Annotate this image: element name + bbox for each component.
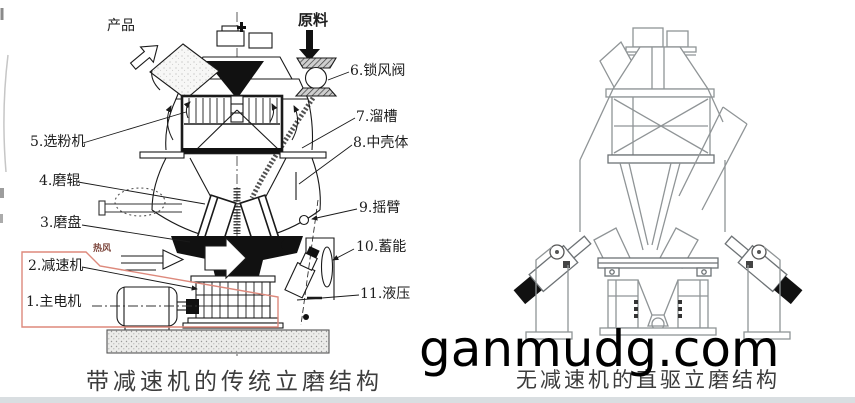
product-flow-arrow xyxy=(129,44,159,70)
hydraulic-cylinder xyxy=(281,199,320,326)
drive-pedestal xyxy=(599,279,717,336)
part-label-reducer: 2.减速机 xyxy=(28,258,84,274)
part-label-chute: 7.溜槽 xyxy=(356,109,398,125)
drive-train-highlight-box xyxy=(21,251,279,328)
grinding-table-right xyxy=(597,257,719,277)
support-legs xyxy=(525,246,791,340)
classifier-drive-motors xyxy=(216,22,273,49)
part-label-grinding-roller: 4.磨辊 xyxy=(39,173,81,189)
gearbox xyxy=(182,275,284,329)
part-label-main-motor: 1.主电机 xyxy=(26,294,82,310)
bottom-edge-strip xyxy=(0,397,855,403)
feed-cone xyxy=(206,61,264,99)
watermark-text: ganmudg.com xyxy=(419,320,780,378)
left-diagram-caption: 带减速机的传统立磨结构 xyxy=(86,369,383,395)
raw-material-arrow xyxy=(299,30,320,61)
part-label-middle-shell: 8.中壳体 xyxy=(353,135,409,151)
hot-air-label: 热风 xyxy=(93,244,112,254)
feed-chute-right xyxy=(678,106,748,211)
mill-housing xyxy=(579,88,726,251)
product-label: 产品 xyxy=(107,18,135,34)
part-label-rocker-arm: 9.摇臂 xyxy=(359,200,401,216)
hot-air-arrow xyxy=(121,236,247,280)
rocker-pivots xyxy=(549,244,767,268)
air-lock-valve xyxy=(294,57,338,97)
tension-cylinder-left xyxy=(513,235,592,305)
part-label-grinding-disc: 3.磨盘 xyxy=(40,215,82,231)
tension-cylinder-right xyxy=(724,235,803,305)
main-motor xyxy=(116,286,199,331)
part-label-accumulator: 10.蓄能 xyxy=(356,239,407,255)
classifier xyxy=(180,94,284,155)
classifier-frame xyxy=(605,88,715,164)
scan-edge-marks xyxy=(0,8,9,223)
part-label-classifier: 5.选粉机 xyxy=(30,134,86,150)
raw-material-label: 原料 xyxy=(298,11,329,29)
part-label-air-lock-valve: 6.锁风阀 xyxy=(350,63,406,79)
foundation xyxy=(106,329,330,354)
part-label-hydraulic: 11.液压 xyxy=(360,286,411,302)
grinding-rollers xyxy=(195,194,281,248)
ghost-outline xyxy=(98,187,182,217)
rocker-arm-pivot xyxy=(298,214,310,226)
leader-lines xyxy=(77,71,360,301)
direct-drive-mill-drawing xyxy=(513,27,803,340)
right-diagram-caption: 无减速机的直驱立磨结构 xyxy=(516,368,780,392)
traditional-mill-drawing xyxy=(21,12,360,356)
